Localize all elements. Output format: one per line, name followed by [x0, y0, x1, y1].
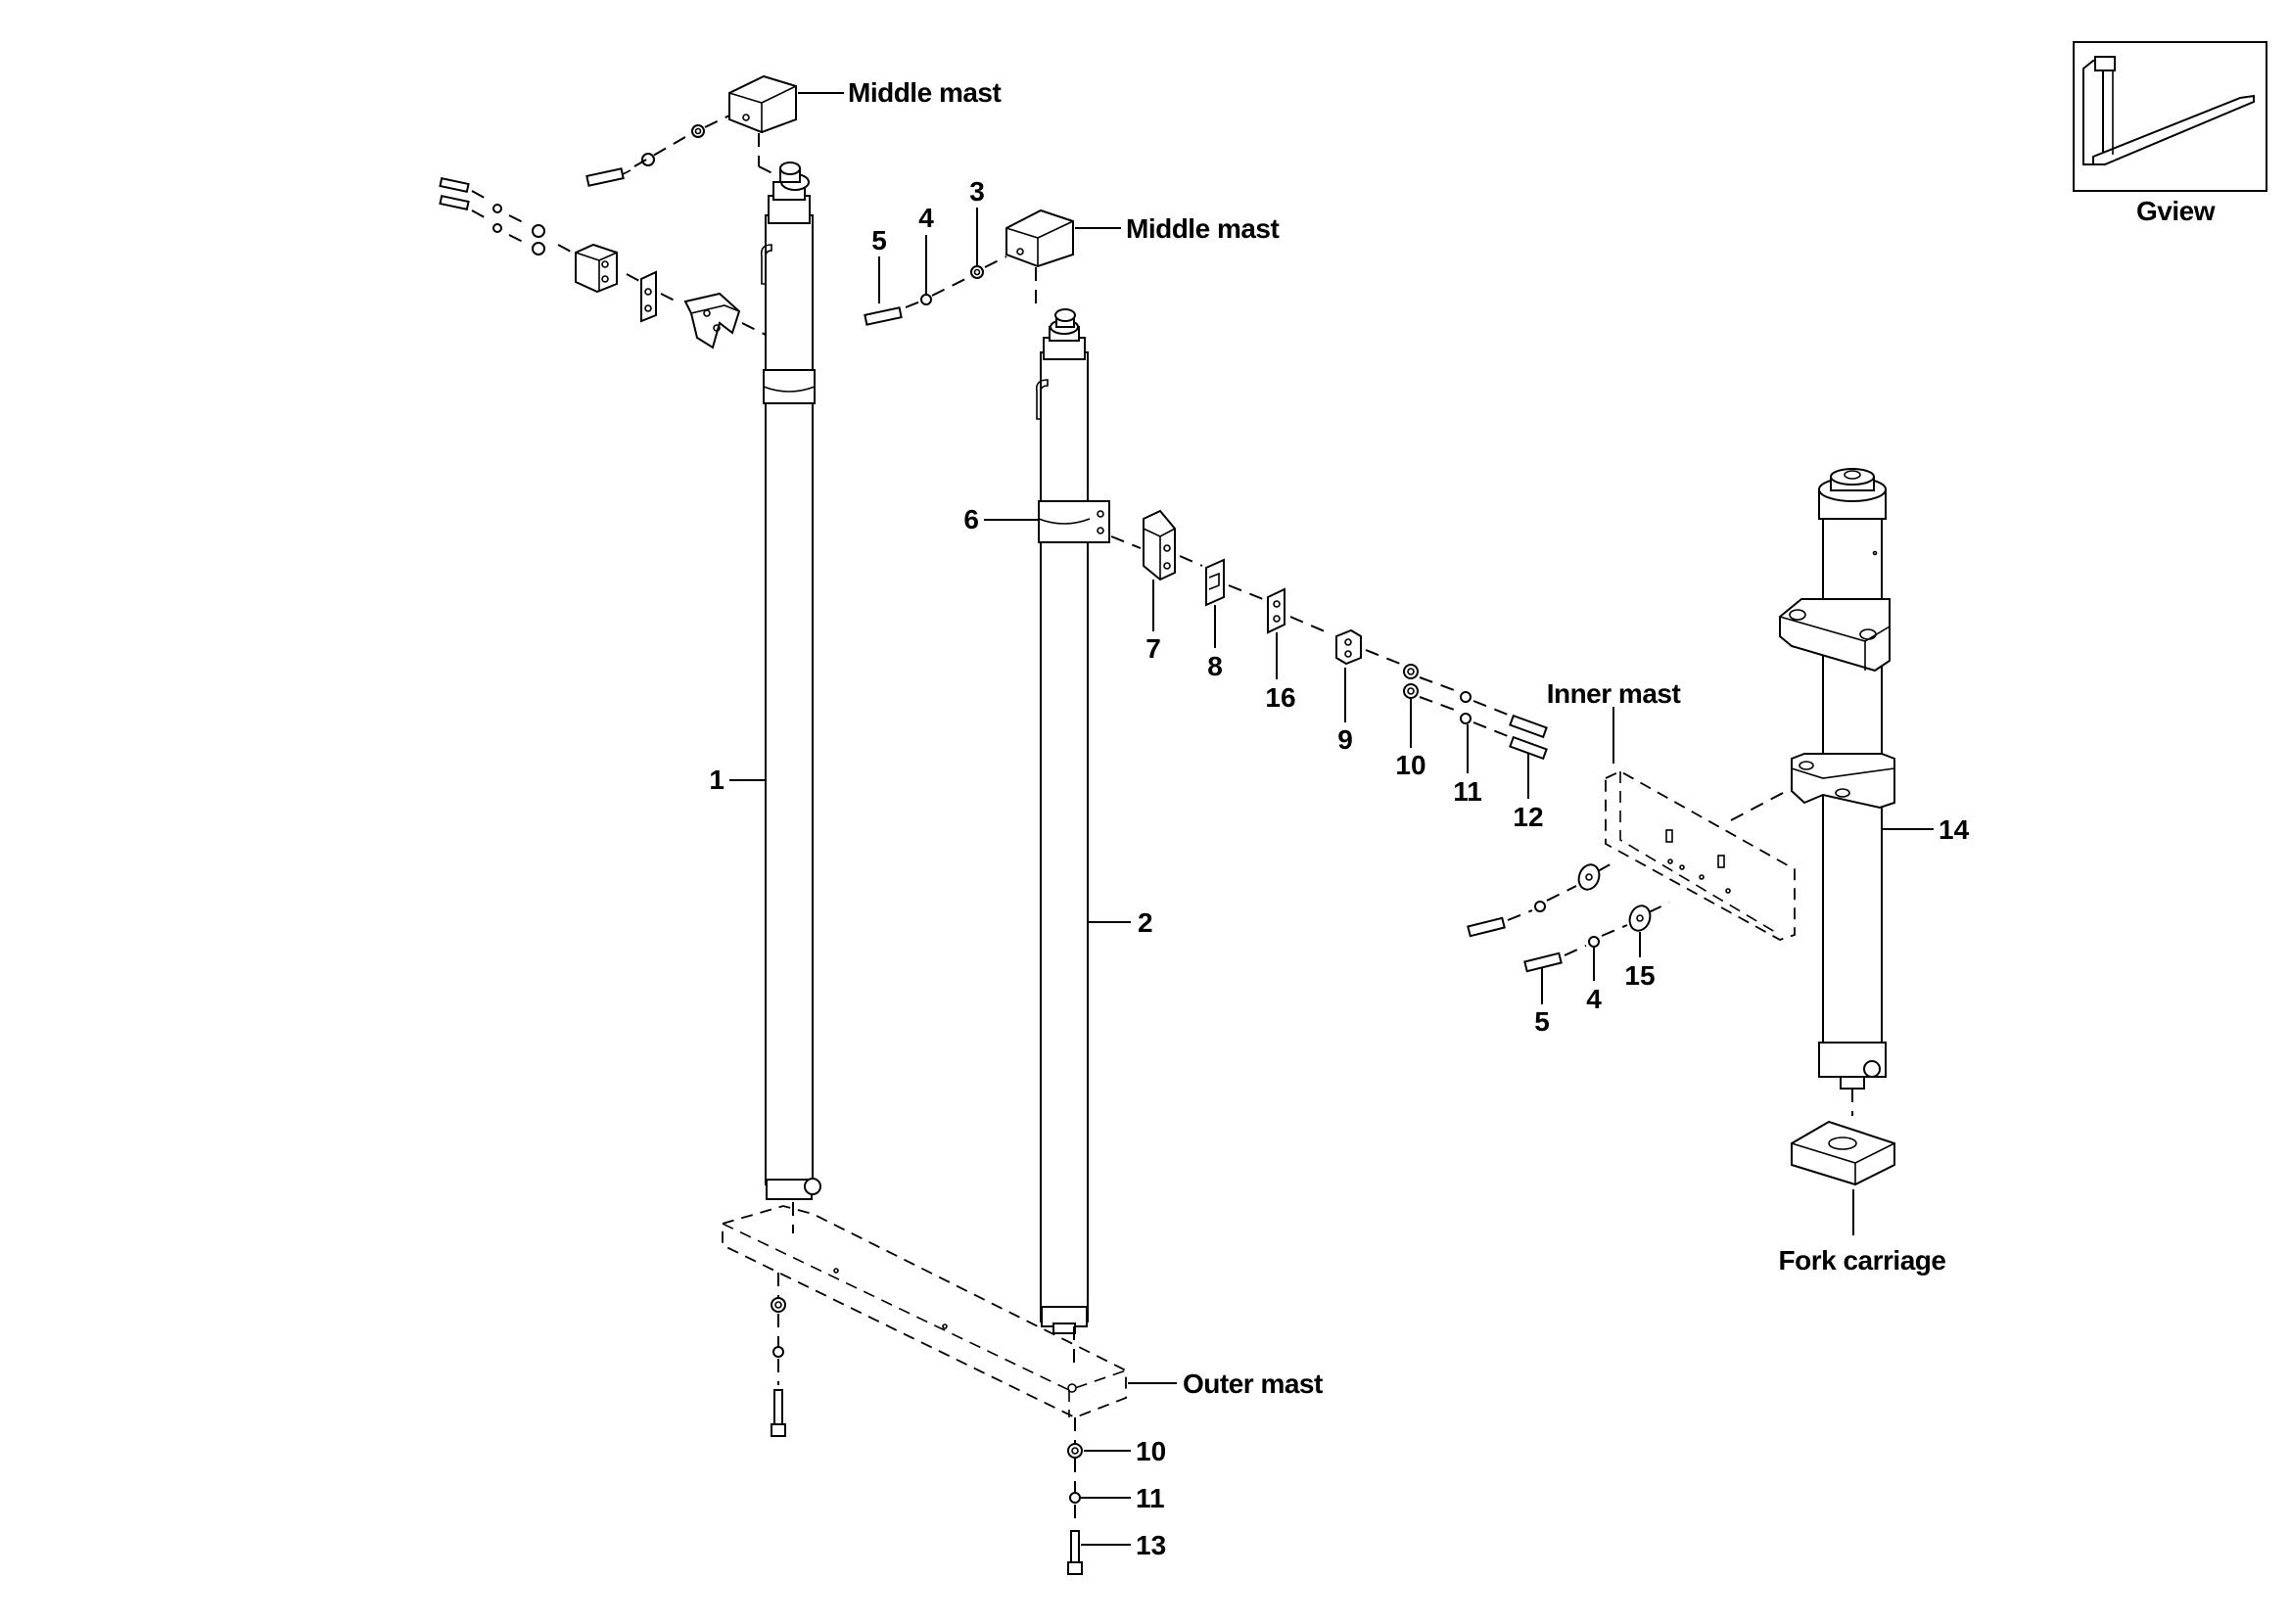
- callout-14: 14: [1939, 814, 1970, 845]
- callout-13: 13: [1136, 1530, 1166, 1560]
- inner-mast-label: Inner mast: [1547, 678, 1681, 709]
- fork-carriage-block: [1791, 1089, 1895, 1186]
- callout-7: 7: [1145, 633, 1161, 664]
- callout-4-top: 4: [918, 203, 934, 233]
- callout-5-top: 5: [871, 225, 887, 255]
- callout-5-inner: 5: [1534, 1006, 1550, 1037]
- bottom-center-fasteners: [1067, 1417, 1083, 1575]
- callout-11-bottom: 11: [1136, 1483, 1165, 1513]
- callout-10-chain: 10: [1395, 750, 1425, 780]
- bottom-left-fasteners: [771, 1273, 786, 1437]
- cylinder-1: [760, 162, 821, 1200]
- bracket-chain: [1110, 509, 1548, 761]
- middle-mast-block-2: [1005, 209, 1074, 268]
- callout-9: 9: [1337, 724, 1353, 755]
- inner-mast-fasteners: [1467, 860, 1670, 973]
- callout-10-bottom: 10: [1136, 1436, 1166, 1466]
- middle-mast-label-1: Middle mast: [848, 77, 1001, 108]
- callout-2-label: 2: [1138, 907, 1153, 938]
- middle-mast-label-2: Middle mast: [1126, 213, 1279, 244]
- callout-1: 1: [709, 765, 724, 795]
- cylinder-14: [1779, 468, 1895, 1090]
- callout-3: 3: [969, 176, 985, 207]
- outer-mast-base: [722, 1202, 1127, 1418]
- gview-frame: [2073, 41, 2267, 192]
- callout-6: 6: [963, 504, 979, 534]
- fork-carriage-label: Fork carriage: [1779, 1245, 1946, 1276]
- upper-left-bolt-set: [439, 115, 767, 349]
- callout-15: 15: [1624, 960, 1655, 991]
- callout-4-inner: 4: [1586, 984, 1602, 1014]
- gview-label: Gview: [2136, 196, 2216, 226]
- callout-12: 12: [1513, 802, 1543, 832]
- center-top-bolt-set: [864, 255, 1007, 326]
- gview-inset: Gview: [2073, 41, 2267, 226]
- cylinder-2: [1035, 308, 1110, 1334]
- inner-mast-plate: [1605, 769, 1796, 941]
- fork-illustration: [2082, 56, 2255, 165]
- middle-mast-block-1: [728, 74, 797, 134]
- callout-16: 16: [1265, 682, 1295, 713]
- callout-11-chain: 11: [1453, 776, 1482, 807]
- callout-8: 8: [1207, 651, 1223, 681]
- outer-mast-label: Outer mast: [1183, 1369, 1323, 1399]
